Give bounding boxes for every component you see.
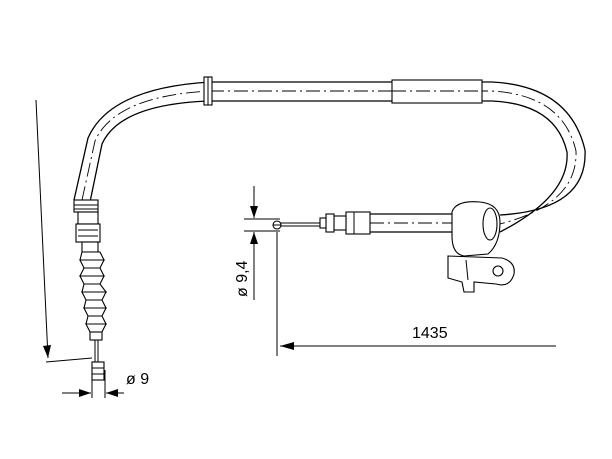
protective-tube [391,79,483,104]
inner-cable-right [280,222,320,227]
nipple-diameter-label: ø 9 [126,371,149,388]
right-ferrule [319,211,371,235]
bellows-boot [79,251,108,341]
cable-sleeve-left [203,76,213,106]
nipple-diameter-dimension [62,370,124,398]
cable-nipple [91,361,105,381]
barrel-end-fitting [272,220,282,230]
mounting-bracket [447,201,515,293]
cable-sheath [73,81,586,233]
length-label: 1435 [412,325,448,342]
inner-cable-left [94,340,99,362]
end-diameter-label: ø 9,4 [234,260,251,297]
end-diameter-dimension [244,186,280,300]
length-dimension [276,232,556,356]
straight-outer-sleeve [370,213,452,233]
overall-vertical-reference [35,99,93,363]
left-end-fitting [73,199,101,253]
